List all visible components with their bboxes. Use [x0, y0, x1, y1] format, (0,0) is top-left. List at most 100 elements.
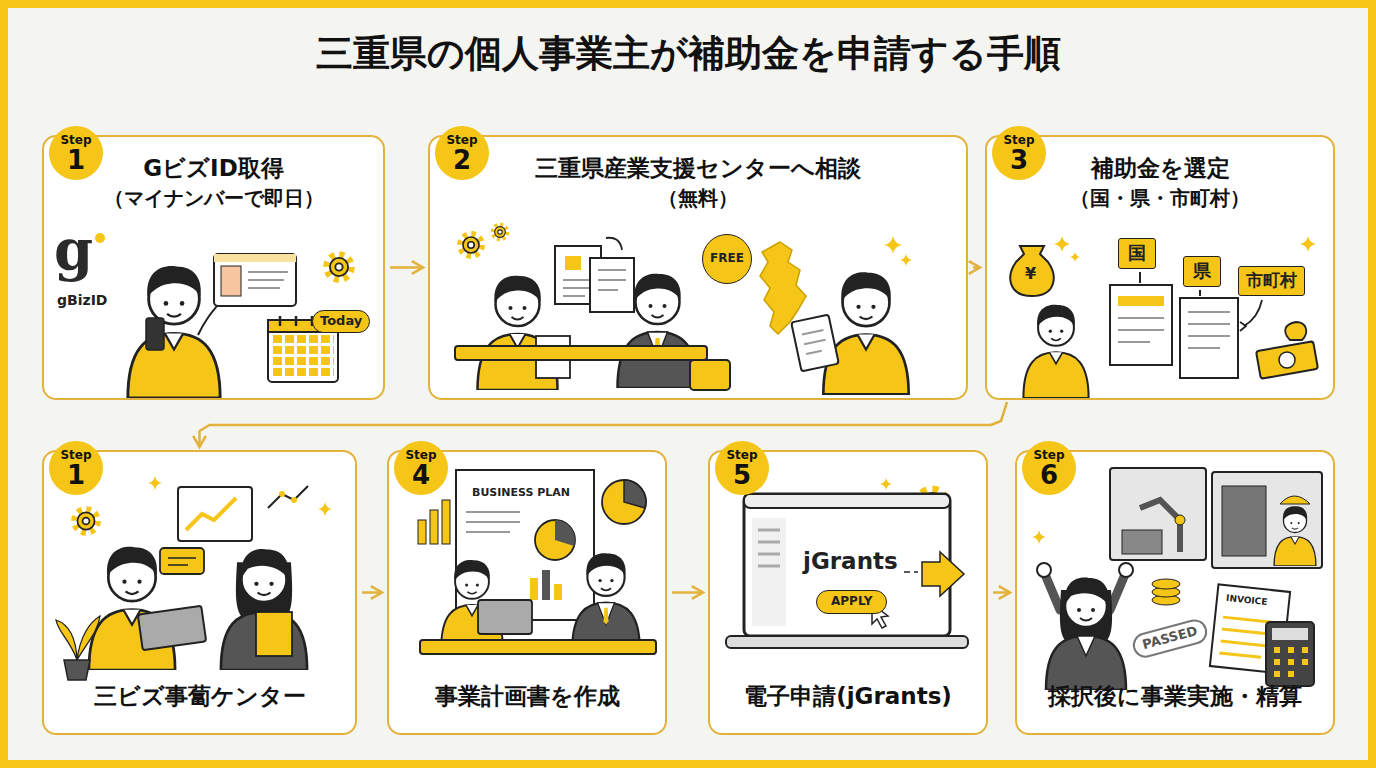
step-connector: [973, 266, 980, 269]
business-plan-illustration: [442, 500, 450, 544]
consulting-illustration: [186, 498, 236, 530]
subsidy-illustration: [1240, 322, 1246, 331]
consultation-illustration: [455, 225, 912, 394]
consulting-illustration: [318, 502, 332, 516]
step-note: （マイナンバーで即日）: [104, 186, 324, 210]
logo-text: gBizID: [57, 292, 107, 308]
execution-illustration: [1274, 506, 1316, 566]
step-badge: Step6: [1022, 441, 1076, 495]
step-number: 1: [67, 147, 85, 173]
yen-sign: ¥: [1025, 265, 1036, 283]
subsidy-illustration: [1118, 296, 1164, 306]
consulting-illustration: [56, 476, 332, 680]
document-title: BUSINESS PLAN: [470, 486, 572, 501]
jgrants-illustration: [752, 518, 786, 626]
apply-button: APPLY: [816, 590, 887, 614]
consulting-illustration: [221, 549, 307, 670]
execution-illustration: [1222, 486, 1266, 556]
consulting-illustration: [75, 510, 98, 533]
business-plan-illustration: [554, 584, 562, 600]
municipality-tag: 市町村: [1238, 266, 1305, 296]
box-grounds: [985, 135, 1335, 400]
subsidy-illustration: [1244, 300, 1262, 326]
subsidy-illustration: [1285, 322, 1306, 340]
step-badge: Step1: [49, 441, 103, 495]
execution-illustration: [1122, 530, 1162, 554]
site-name: jGrants: [803, 548, 898, 574]
jgrants-illustration: [880, 478, 892, 490]
prefecture-tag: 県: [1183, 256, 1221, 287]
subsidy-illustration: [1110, 285, 1172, 365]
jgrants-illustration: [758, 530, 780, 566]
execution-illustration: [1037, 563, 1051, 577]
step-number: 3: [1010, 147, 1028, 173]
consultation-illustration: [791, 315, 839, 372]
subsidy-illustration: [1054, 236, 1070, 252]
execution-illustration: [1152, 579, 1180, 589]
gbizid-illustration: [146, 318, 164, 350]
consulting-illustration: [64, 660, 90, 680]
execution-illustration: [1140, 500, 1180, 552]
jgrants-illustration: [726, 636, 968, 648]
gbizid-illustration: [221, 266, 241, 296]
business-plan-illustration: [535, 520, 575, 560]
execution-illustration: [1110, 468, 1206, 560]
step-badge: Step1: [49, 126, 103, 180]
execution-illustration: [1119, 563, 1133, 577]
consultation-illustration: [590, 258, 634, 312]
country-tag: 国: [1118, 238, 1156, 269]
consultation-illustration: [823, 272, 908, 394]
gbizid-illustration: [272, 335, 334, 379]
jgrants-illustration: [904, 552, 964, 596]
step-connector: [672, 591, 703, 594]
step-number: 1: [67, 462, 85, 488]
execution-illustration: [1032, 468, 1322, 690]
consultation-illustration: [606, 238, 622, 250]
consultation-illustration: [900, 254, 912, 266]
box-grounds: [42, 450, 357, 735]
step-box: GビズID取得（マイナンバーで即日）Step1: [42, 135, 385, 400]
business-plan-illustration: [430, 510, 438, 544]
subsidy-illustration: [1118, 318, 1164, 342]
gbizid-illustration: [214, 254, 296, 306]
step-number: 5: [733, 462, 751, 488]
business-plan-illustration: [478, 600, 532, 634]
step-word: Step: [405, 449, 436, 461]
consultation-illustration: [460, 234, 481, 255]
consultation-illustration: [690, 360, 730, 390]
consulting-illustration: [160, 548, 204, 574]
step-heading: 事業計画書を作成: [435, 683, 620, 711]
consulting-illustration: [268, 486, 308, 508]
subsidy-illustration: [1023, 305, 1088, 398]
business-plan-illustration: [555, 520, 575, 546]
consultation-illustration: [493, 225, 507, 239]
consultation-illustration: [455, 346, 707, 360]
consultation-illustration: [802, 330, 828, 354]
step-box: 採択後に事業実施・精算Step6: [1015, 450, 1335, 735]
consulting-illustration: [168, 558, 196, 565]
consultation-illustration: [884, 236, 902, 254]
step-heading: 採択後に事業実施・精算: [1048, 683, 1302, 711]
step-word: Step: [1003, 134, 1034, 146]
jgrants-illustration: [744, 494, 950, 636]
subsidy-illustration: [1188, 312, 1230, 348]
consulting-illustration: [291, 497, 297, 503]
consulting-illustration: [148, 476, 162, 490]
step-connector: [993, 591, 1010, 594]
gbizid-illustration: [128, 266, 220, 398]
step-heading: 補助金を選定: [1091, 155, 1230, 183]
consulting-illustration: [256, 612, 292, 656]
box-grounds: [42, 135, 1335, 735]
subsidy-illustration: [1070, 252, 1080, 262]
execution-illustration: [1046, 578, 1126, 690]
step-heading: 三ビズ事蔔ケンター: [94, 683, 306, 711]
passed-stamp: PASSED: [1130, 617, 1210, 661]
gbizid-illustration: [95, 233, 105, 243]
free-badge: FREE: [702, 234, 752, 284]
gbizid-illustration: [214, 254, 296, 262]
step-heading: GビズID取得: [143, 155, 284, 183]
business-plan-illustration: [624, 480, 646, 508]
